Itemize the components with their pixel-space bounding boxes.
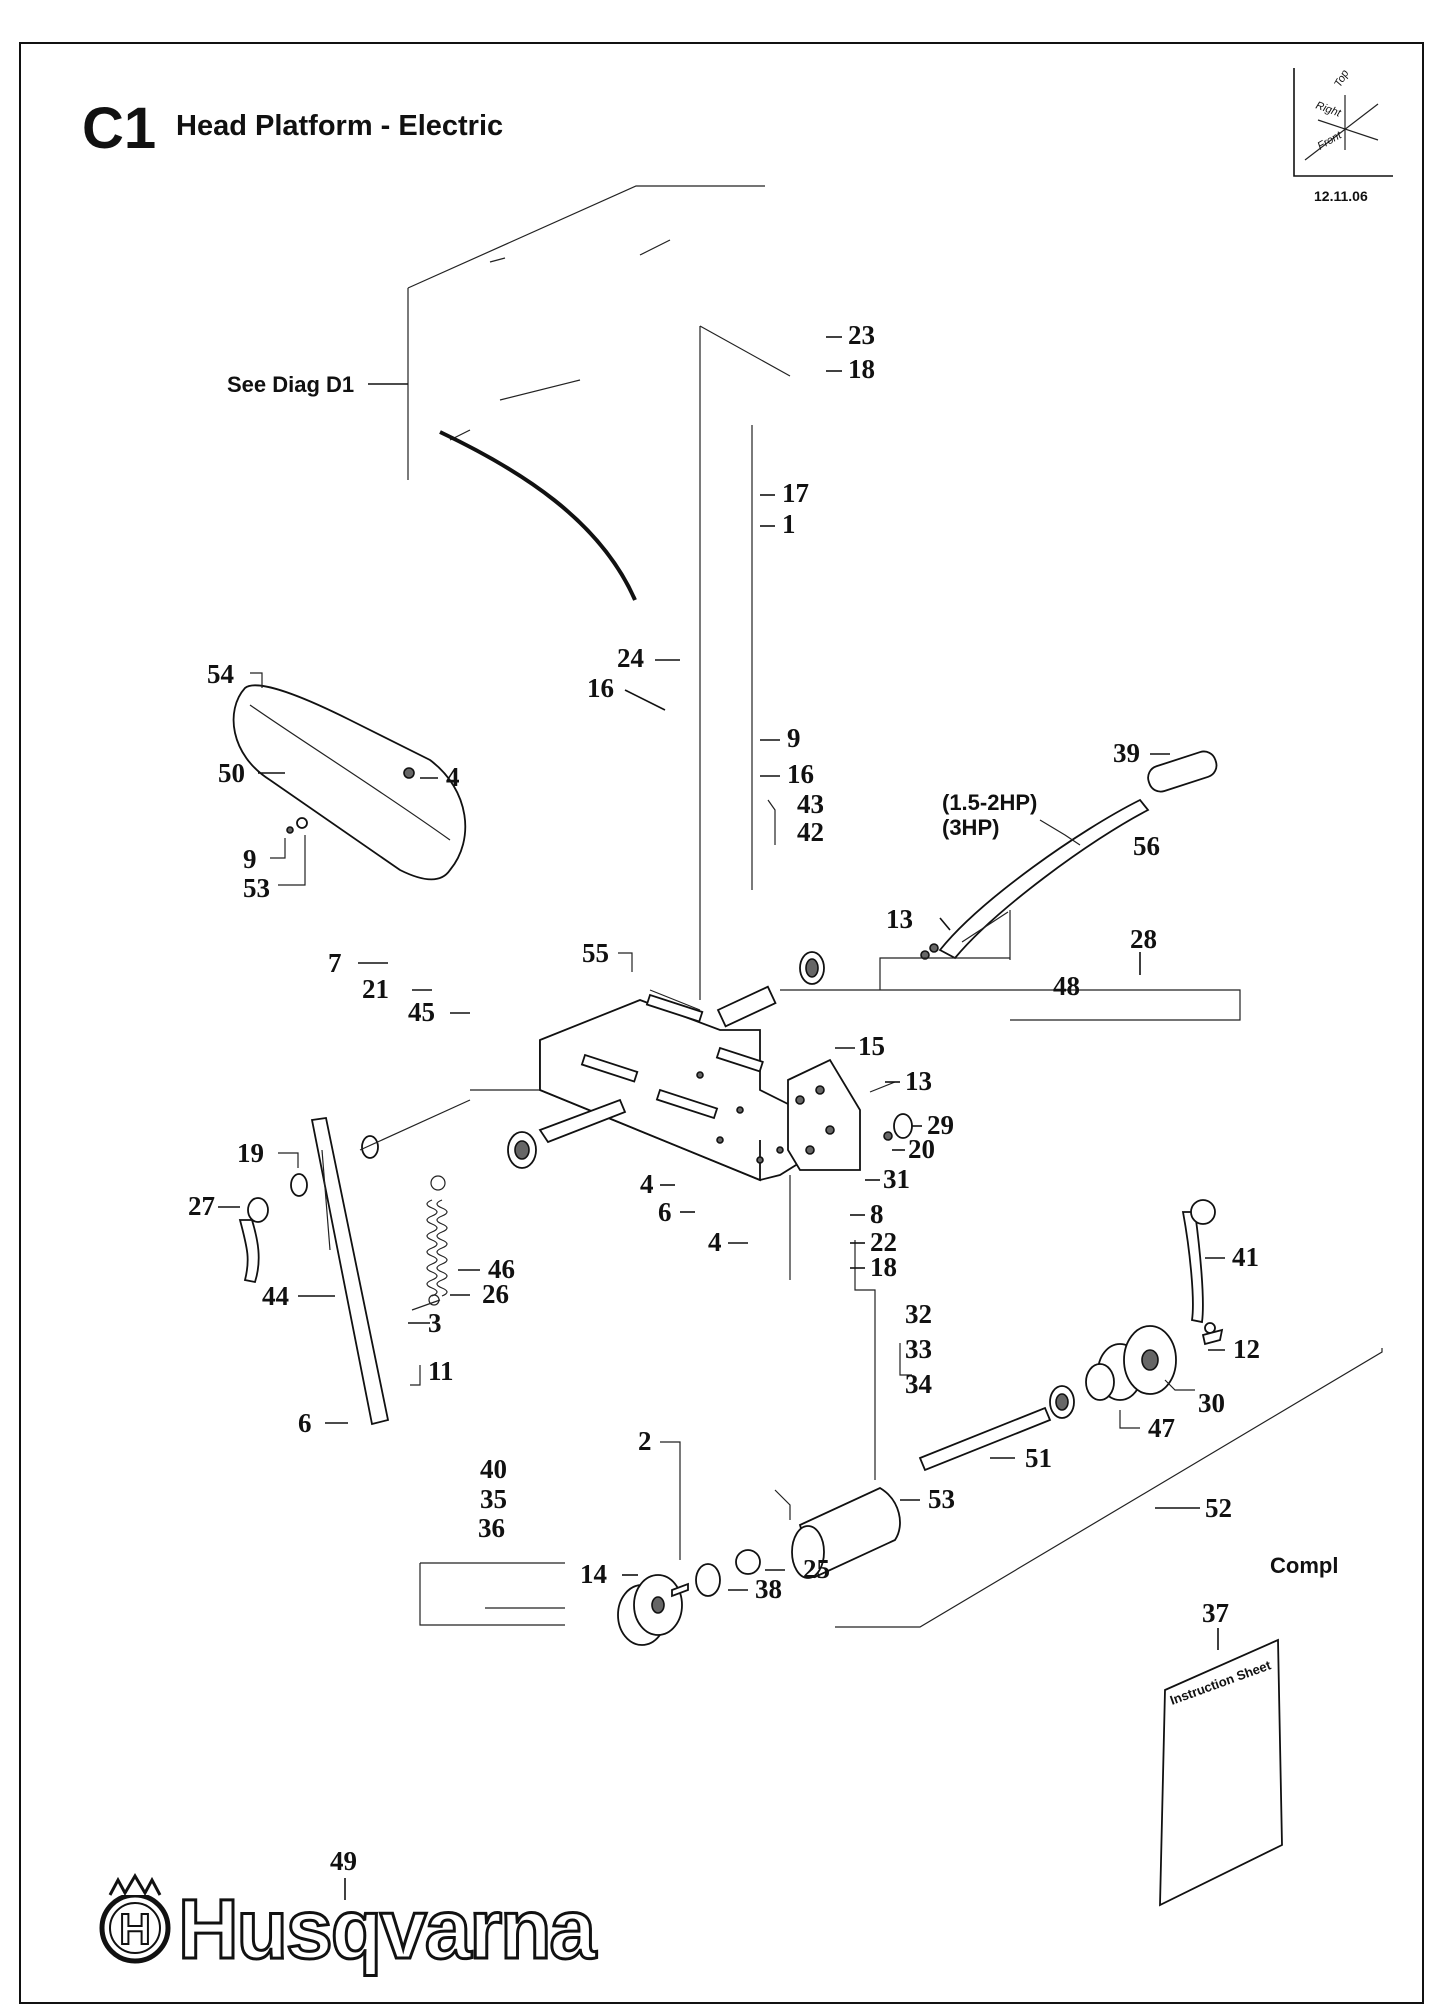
callout-27: 27 [188, 1191, 215, 1221]
callout-54: 54 [207, 659, 234, 689]
callout-25: 25 [803, 1554, 830, 1584]
callout-55: 55 [582, 938, 609, 968]
callout-26: 26 [482, 1279, 509, 1309]
callout-19: 19 [237, 1138, 264, 1168]
callout-8: 8 [870, 1199, 884, 1229]
revision-date: 12.11.06 [1314, 188, 1368, 204]
callout-7: 7 [328, 948, 342, 978]
drive-pulleys [918, 1199, 1224, 1472]
callout-36: 36 [478, 1513, 505, 1543]
callout-49: 49 [330, 1846, 357, 1876]
callout-53: 53 [928, 1484, 955, 1514]
callout-21: 21 [362, 974, 389, 1004]
callout-17: 17 [782, 478, 809, 508]
callout-11: 11 [428, 1356, 454, 1386]
callout-38: 38 [755, 1574, 782, 1604]
orientation-compass: Top Right Front [1293, 68, 1393, 177]
callout-42: 42 [797, 817, 824, 847]
tension-spring [411, 1175, 448, 1311]
callout-43: 43 [797, 789, 824, 819]
callout-20: 20 [908, 1134, 935, 1164]
belt-guard [232, 684, 467, 881]
platform-shafts [507, 951, 825, 1169]
callout-6: 6 [658, 1197, 672, 1227]
callout-6: 6 [298, 1408, 312, 1438]
callout-52: 52 [1205, 1493, 1232, 1523]
instruction-sheet: Instruction Sheet [1159, 1638, 1283, 1907]
diagram-title: Head Platform - Electric [176, 110, 503, 142]
motor-side-plate [787, 1058, 913, 1171]
callout-40: 40 [480, 1454, 507, 1484]
callout-16: 16 [787, 759, 814, 789]
callout-14: 14 [580, 1559, 607, 1589]
callout-24: 24 [617, 643, 644, 673]
callout-44: 44 [262, 1281, 289, 1311]
callout-34: 34 [905, 1369, 932, 1399]
tension-lever [238, 1116, 390, 1426]
callout-53: 53 [243, 873, 270, 903]
cover-outline [407, 185, 765, 601]
see-diag-note: See Diag D1 [227, 372, 354, 397]
callout-1: 1 [782, 509, 796, 539]
callout-33: 33 [905, 1334, 932, 1364]
callout-3: 3 [428, 1308, 442, 1338]
husqvarna-logo: H Husqvarna [99, 1873, 601, 1978]
logo-letter: H [119, 1905, 151, 1954]
callout-29: 29 [927, 1110, 954, 1140]
lower-pulley [617, 1549, 761, 1646]
callout-39: 39 [1113, 738, 1140, 768]
callout-47: 47 [1148, 1413, 1175, 1443]
axis-right-label: Right [1314, 100, 1343, 120]
hp-large-note: (3HP) [942, 815, 999, 840]
callout-37: 37 [1202, 1598, 1229, 1628]
callout-31: 31 [883, 1164, 910, 1194]
callouts: 23 18 17 1 24 16 9 16 43 42 54 50 4 9 53… [188, 320, 1260, 1876]
page-border [19, 42, 1424, 2004]
callout-13: 13 [886, 904, 913, 934]
callout-30: 30 [1198, 1388, 1225, 1418]
callout-4: 4 [708, 1227, 722, 1257]
callout-4: 4 [640, 1169, 654, 1199]
compl-note: Compl [1270, 1553, 1338, 1578]
callout-15: 15 [858, 1031, 885, 1061]
callout-4: 4 [446, 762, 460, 792]
callout-9: 9 [787, 723, 801, 753]
callout-leaders [218, 336, 1225, 1900]
callout-48: 48 [1053, 971, 1080, 1001]
hp-small-note: (1.5-2HP) [942, 790, 1037, 815]
diagram-code: C1 [82, 96, 156, 161]
callout-23: 23 [848, 320, 875, 350]
callout-41: 41 [1232, 1242, 1259, 1272]
axis-top-label: Top [1332, 68, 1351, 90]
callout-45: 45 [408, 997, 435, 1027]
callout-22: 22 [870, 1227, 897, 1257]
callout-35: 35 [480, 1484, 507, 1514]
head-platform [539, 989, 822, 1182]
callout-56: 56 [1133, 831, 1160, 861]
callout-32: 32 [905, 1299, 932, 1329]
callout-16: 16 [587, 673, 614, 703]
callout-51: 51 [1025, 1443, 1052, 1473]
callout-18: 18 [848, 354, 875, 384]
callout-12: 12 [1233, 1334, 1260, 1364]
callout-9: 9 [243, 844, 257, 874]
callout-28: 28 [1130, 924, 1157, 954]
callout-13: 13 [905, 1066, 932, 1096]
handle [920, 750, 1218, 960]
leader-lines [359, 910, 1383, 1628]
pivot-tube [774, 1486, 901, 1579]
callout-18: 18 [870, 1252, 897, 1282]
brand-name: Husqvarna [178, 1882, 597, 1976]
callout-50: 50 [218, 758, 245, 788]
callout-2: 2 [638, 1426, 652, 1456]
callout-46: 46 [488, 1254, 515, 1284]
